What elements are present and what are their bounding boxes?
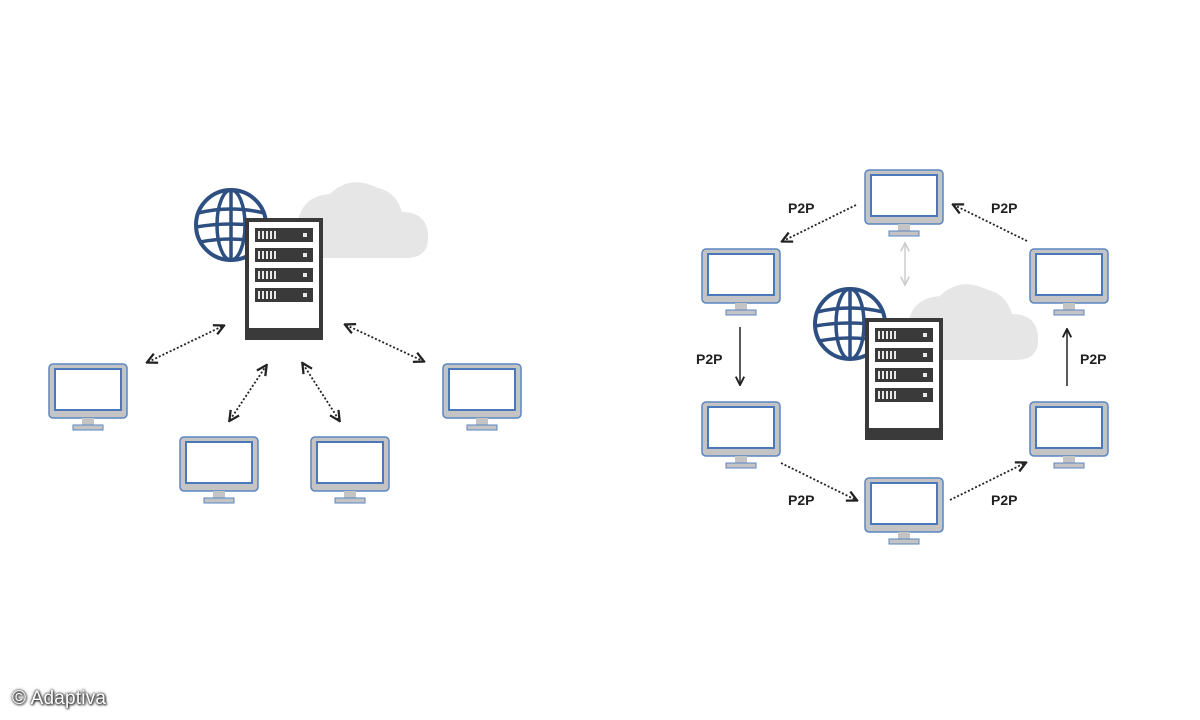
p2p-label: P2P	[788, 492, 814, 508]
p2p-label: P2P	[788, 200, 814, 216]
client-monitor-icon	[179, 436, 259, 504]
client-monitor-icon	[442, 363, 522, 431]
server-icon	[245, 218, 323, 340]
peer-monitor-upper-left	[701, 248, 781, 316]
connection-arrow	[148, 326, 223, 362]
connection-arrow	[230, 366, 266, 420]
peer-monitor-top	[864, 169, 944, 237]
p2p-label: P2P	[991, 492, 1017, 508]
client-monitor-icon	[48, 363, 128, 431]
client-monitor-icon	[310, 436, 390, 504]
p2p-arrow	[954, 205, 1028, 242]
server-icon	[865, 318, 943, 440]
right-diagram: P2P P2P P2P P2P P2P P2P	[696, 169, 1109, 545]
peer-monitor-upper-right	[1029, 248, 1109, 316]
p2p-arrow	[783, 204, 857, 241]
peer-monitor-lower-right	[1029, 401, 1109, 469]
p2p-label: P2P	[991, 200, 1017, 216]
copyright-credit: © Adaptiva	[12, 688, 107, 709]
connection-arrow	[303, 364, 339, 420]
connection-arrow	[346, 325, 423, 361]
p2p-label: P2P	[696, 351, 722, 367]
peer-monitor-lower-left	[701, 401, 781, 469]
peer-monitor-bottom	[864, 477, 944, 545]
p2p-arrow	[949, 463, 1025, 501]
left-diagram	[48, 182, 522, 504]
p2p-label: P2P	[1080, 351, 1106, 367]
p2p-arrow	[780, 462, 856, 500]
